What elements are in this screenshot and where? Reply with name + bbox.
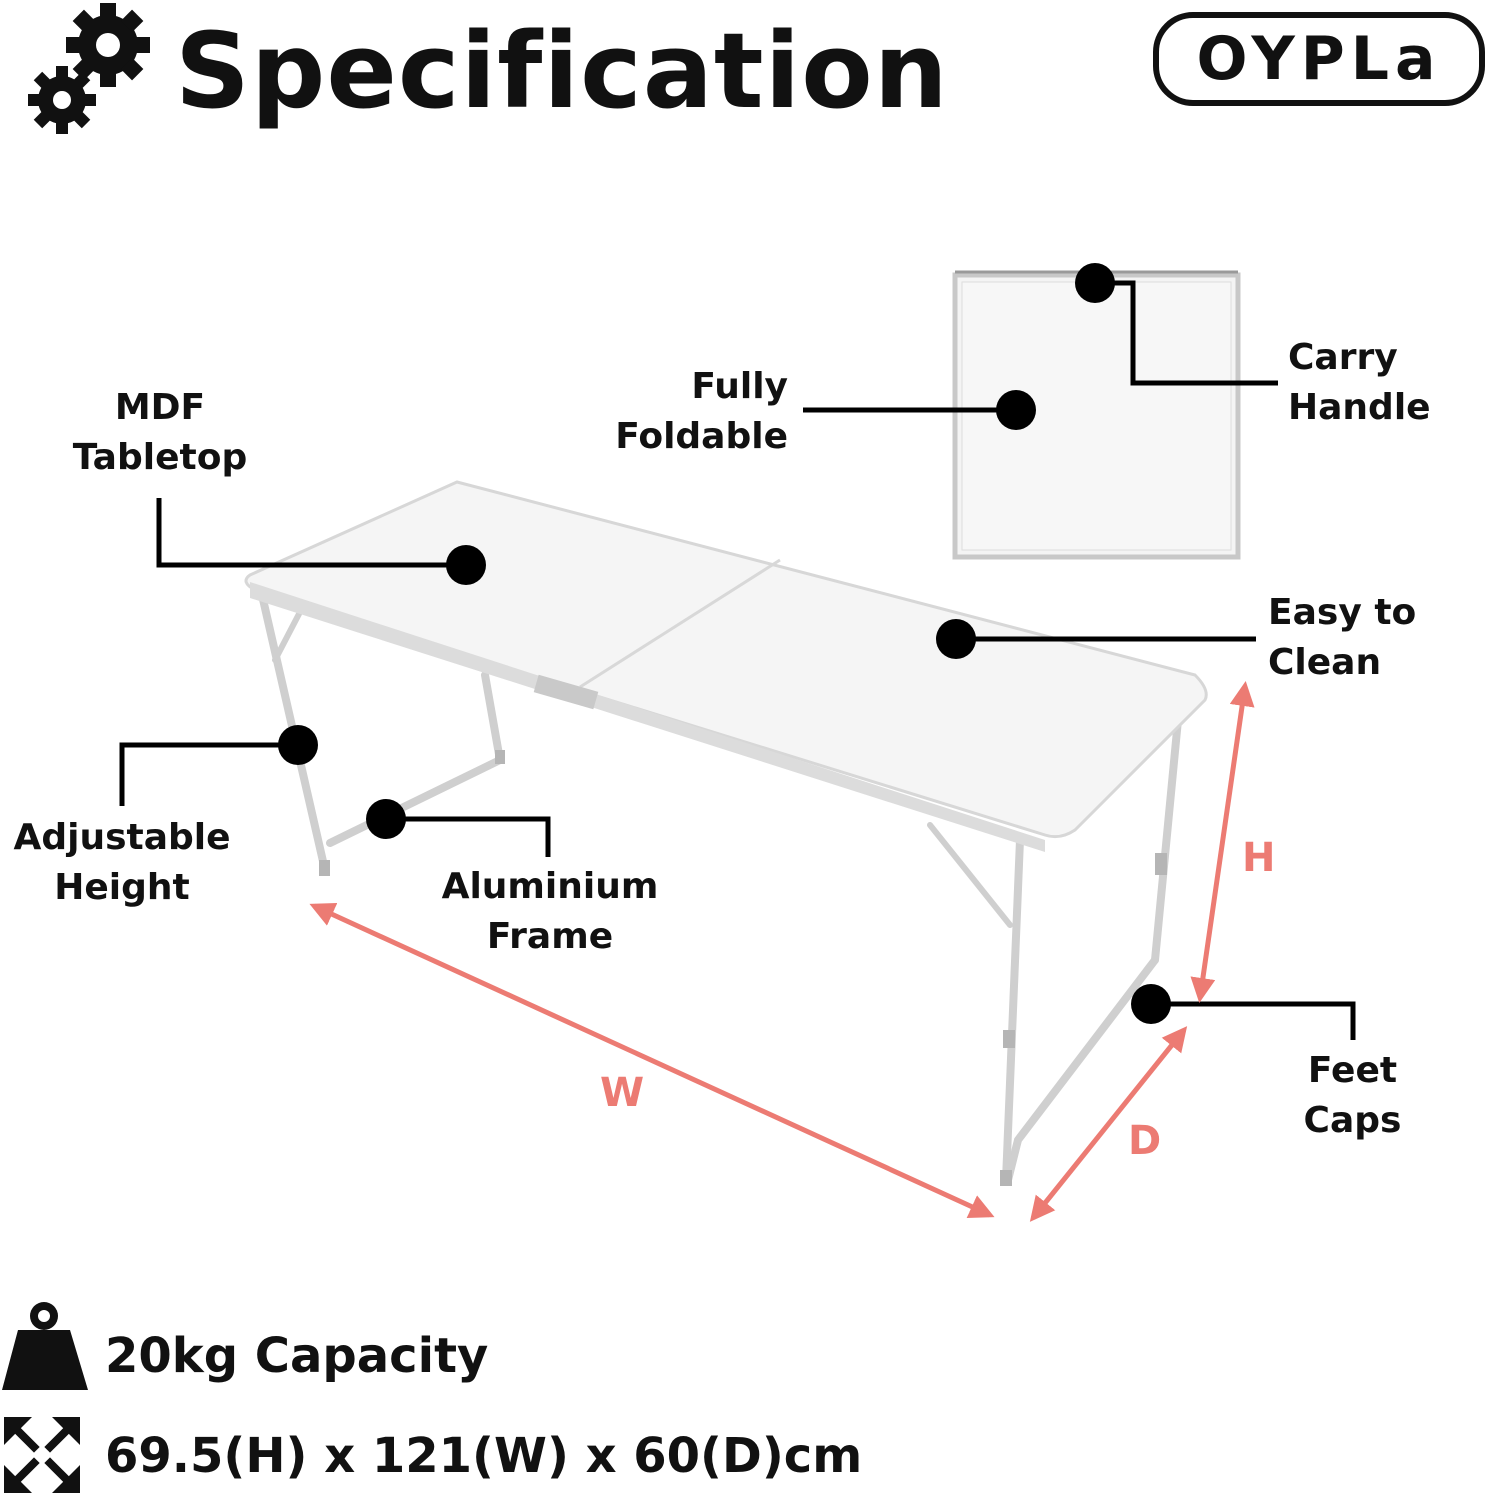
expand-arrows-icon: [4, 1417, 80, 1493]
dimension-depth-label: D: [1128, 1118, 1162, 1164]
tabletop: [244, 480, 1208, 852]
label-carry-handle: Carry Handle: [1288, 337, 1431, 428]
callout-lines: [119, 280, 1356, 1040]
label-feet-caps: Feet Caps: [1303, 1050, 1402, 1141]
label-mdf-tabletop: MDF Tabletop: [72, 387, 248, 478]
label-aluminium-frame: Aluminium Frame: [441, 866, 659, 957]
weight-icon: [2, 1302, 88, 1390]
dimension-arrows: [309, 681, 1255, 1222]
label-easy-to-clean: Easy to Clean: [1268, 592, 1417, 683]
label-fully-foldable: Fully Foldable: [615, 366, 788, 457]
feet-caps: [319, 750, 1167, 1186]
dimension-height-label: H: [1242, 835, 1276, 881]
label-adjustable-height: Adjustable Height: [13, 817, 231, 908]
callout-dots: [278, 263, 1171, 1024]
page-title: Specification: [175, 10, 949, 132]
brand-logo: OYPLa: [1153, 12, 1485, 106]
spec-size: 69.5(H) x 121(W) x 60(D)cm: [105, 1428, 863, 1484]
spec-capacity: 20kg Capacity: [105, 1328, 489, 1384]
dimension-width-label: W: [600, 1070, 645, 1116]
